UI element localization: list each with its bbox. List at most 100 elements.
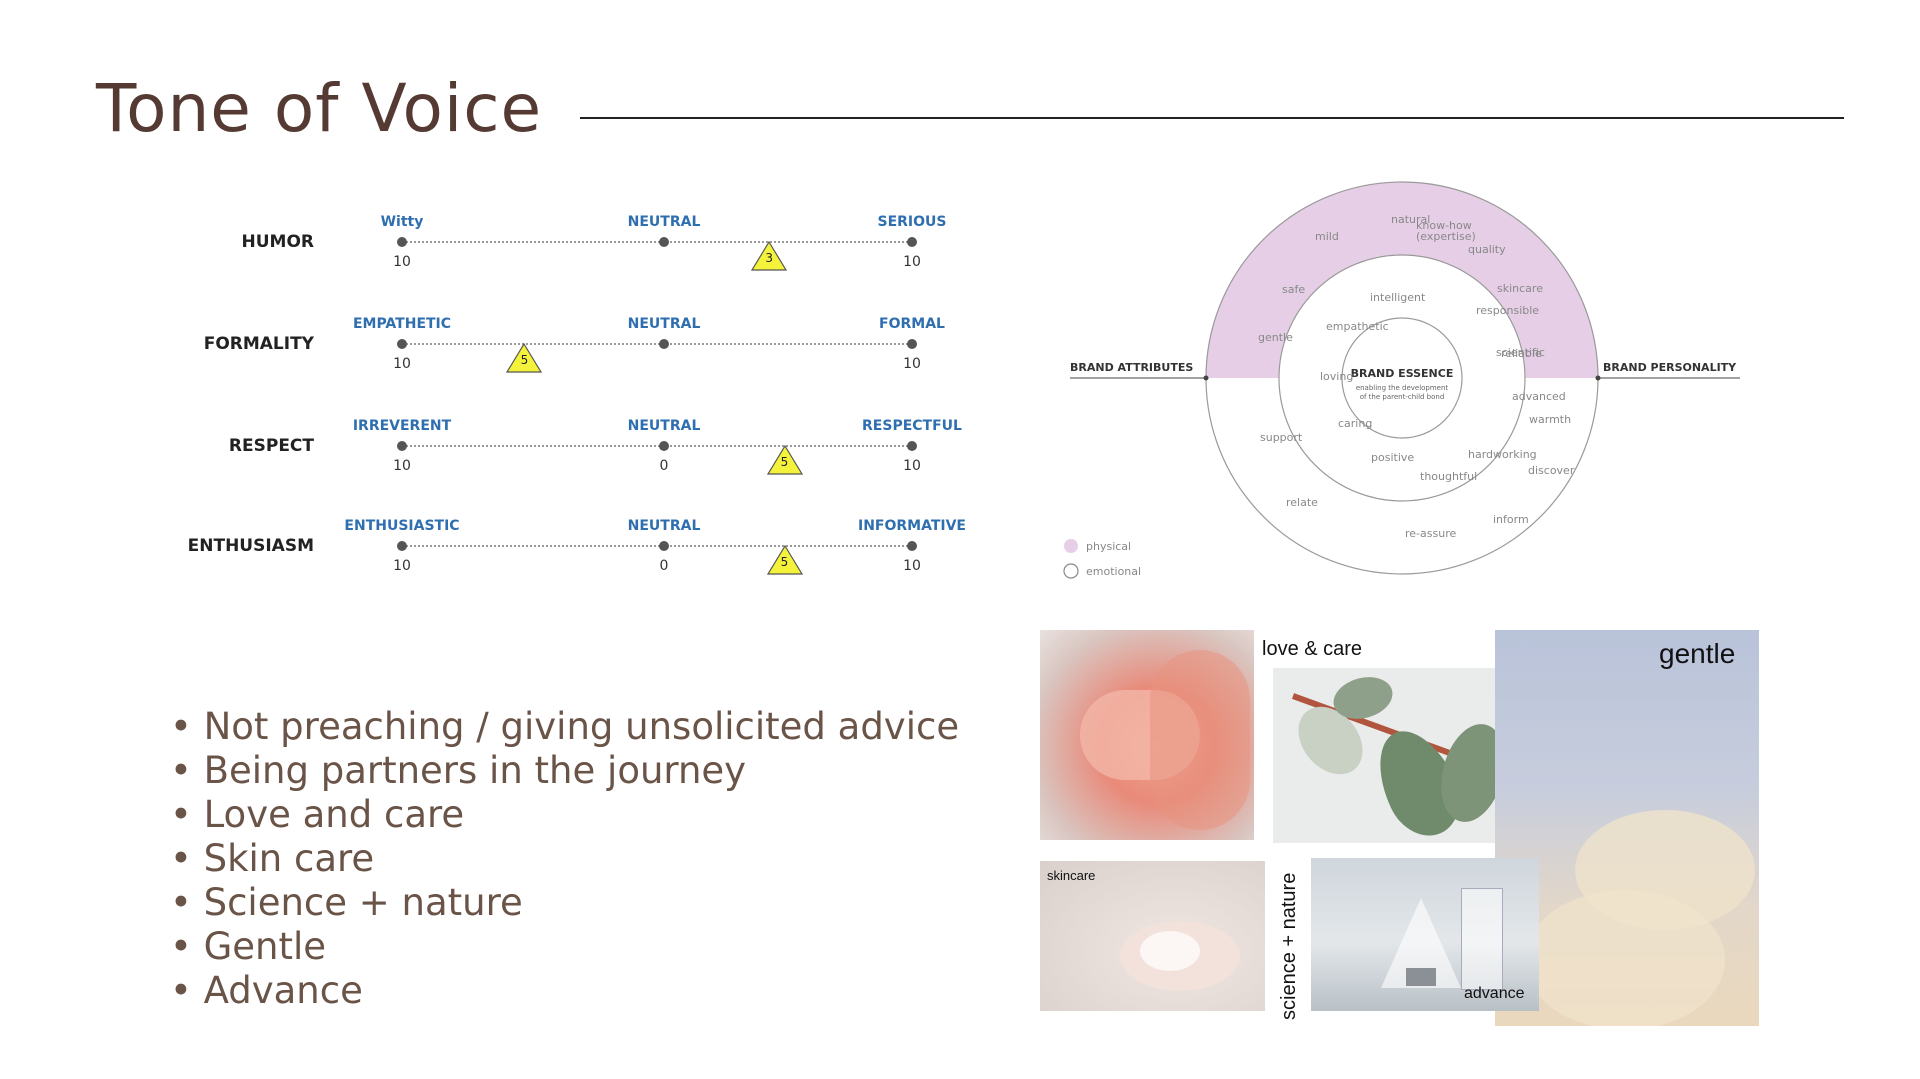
outer-ring-word: gentle [1258, 331, 1293, 344]
brand-essence-diagram: BRAND ATTRIBUTES BRAND PERSONALITY BRAND… [1063, 181, 1740, 579]
scale-label-mid: NEUTRAL [627, 214, 701, 230]
outer-ring-word: quality [1468, 243, 1506, 256]
scale-point [397, 541, 407, 551]
outer-ring-word: (expertise) [1416, 230, 1476, 243]
scale-point [659, 339, 669, 349]
marker-value: 5 [520, 353, 529, 367]
love-care-caption: love & care [1262, 638, 1363, 660]
inner-ring-word: positive [1371, 451, 1414, 464]
marker-value: 3 [765, 251, 773, 265]
skincare-hand-photo [1040, 861, 1265, 1011]
scale-value-mid: 0 [659, 458, 669, 474]
science-nature-caption: science + nature [1278, 872, 1300, 1020]
scale-point [659, 441, 669, 451]
bullet-item: Science + nature [170, 881, 959, 925]
outer-ring-word: safe [1282, 283, 1305, 296]
inner-ring-word: empathetic [1326, 320, 1389, 333]
scale-track [402, 545, 912, 547]
scale-label-mid: NEUTRAL [627, 316, 701, 332]
position-marker: 3 [751, 240, 788, 271]
scale-label-left: Witty [380, 214, 424, 230]
position-marker: 5 [766, 444, 803, 475]
sky-clouds-photo [1495, 630, 1759, 1026]
legend-physical-label: physical [1086, 540, 1131, 553]
scale-label-left: IRREVERENT [352, 418, 452, 434]
gentle-caption: gentle [1659, 638, 1736, 669]
scale-name: ENTHUSIASM [187, 536, 314, 556]
scale-point [397, 339, 407, 349]
brand-essence-sub2: of the parent-child bond [1360, 393, 1445, 401]
scale-label-mid: NEUTRAL [627, 518, 701, 534]
outer-ring-word: warmth [1529, 413, 1571, 426]
scale-row-enthusiasm: ENTHUSIASM ENTHUSIASTIC NEUTRAL INFORMATIVE… [0, 512, 1000, 602]
brand-essence-sub1: enabling the development [1356, 384, 1449, 392]
scale-point [907, 339, 917, 349]
scale-track [402, 241, 912, 243]
outer-ring-word: skincare [1497, 282, 1543, 295]
outer-ring-word: natural [1391, 213, 1430, 226]
baby-hand-photo [1040, 630, 1254, 840]
position-marker: 5 [766, 544, 803, 575]
bullet-item: Advance [170, 969, 959, 1013]
outer-ring-word: mild [1315, 230, 1339, 243]
marker-value: 5 [780, 555, 789, 569]
scale-value-mid: 0 [659, 558, 669, 574]
legend-emotional-swatch [1063, 563, 1079, 579]
bullet-item: Not preaching / giving unsolicited advic… [170, 705, 960, 749]
inner-ring-word: responsible [1476, 304, 1539, 317]
inner-ring-word: advanced [1512, 390, 1566, 403]
bullet-item: Being partners in the journey [170, 749, 959, 793]
scale-point [659, 237, 669, 247]
scale-label-mid: NEUTRAL [627, 418, 701, 434]
inner-ring-word: loving [1320, 370, 1353, 383]
scale-label-right: SERIOUS [877, 214, 947, 230]
scale-label-left: EMPATHETIC [352, 316, 452, 332]
key-points-list: Not preaching / giving unsolicited advic… [170, 705, 960, 1013]
bullet-item: Gentle [170, 925, 959, 969]
scale-point [907, 541, 917, 551]
outer-ring-word: support [1260, 431, 1303, 444]
outer-ring-word: relate [1286, 496, 1318, 509]
scale-row-formality: FORMALITY EMPATHETIC NEUTRAL FORMAL 10 10 5 [0, 310, 1000, 400]
advance-caption: advance [1464, 985, 1525, 1002]
outer-ring-word: inform [1493, 513, 1529, 526]
inner-ring-word: reliable [1501, 347, 1542, 360]
scale-label-right: FORMAL [879, 316, 945, 332]
lab-glassware-photo [1311, 858, 1539, 1011]
inner-ring-word: hardworking [1468, 448, 1537, 461]
scale-point [397, 441, 407, 451]
skincare-caption: skincare [1047, 868, 1096, 883]
legend-physical-swatch [1064, 539, 1078, 553]
outer-ring-word: discover [1528, 464, 1575, 477]
scale-track [402, 445, 912, 447]
position-marker: 5 [506, 342, 543, 373]
scale-point [659, 541, 669, 551]
scale-value-left: 10 [393, 254, 411, 270]
scale-label-right: INFORMATIVE [857, 518, 967, 534]
brand-personality-label: BRAND PERSONALITY [1603, 361, 1737, 374]
scale-value-right: 10 [903, 558, 921, 574]
inner-ring-word: thoughtful [1420, 470, 1477, 483]
leaf-branch-photo [1273, 668, 1538, 843]
scale-label-left: ENTHUSIASTIC [344, 518, 460, 534]
marker-value: 5 [780, 455, 789, 469]
scale-name: RESPECT [228, 436, 314, 456]
scale-value-right: 10 [903, 458, 921, 474]
bullet-item: Love and care [170, 793, 959, 837]
legend-emotional-label: emotional [1086, 565, 1141, 578]
title-divider [580, 117, 1844, 119]
outer-ring-word: know-how [1416, 219, 1472, 232]
scale-value-left: 10 [393, 558, 411, 574]
brand-essence-title: BRAND ESSENCE [1351, 367, 1454, 380]
scale-track [402, 343, 912, 345]
page-title: Tone of Voice [96, 70, 543, 147]
scale-label-right: RESPECTFUL [862, 418, 962, 434]
scale-value-left: 10 [393, 356, 411, 372]
scale-value-right: 10 [903, 356, 921, 372]
scale-name: FORMALITY [203, 334, 314, 354]
scale-point [907, 237, 917, 247]
scale-point [907, 441, 917, 451]
outer-ring-word: scientific [1496, 346, 1545, 359]
scale-name: HUMOR [241, 232, 315, 252]
